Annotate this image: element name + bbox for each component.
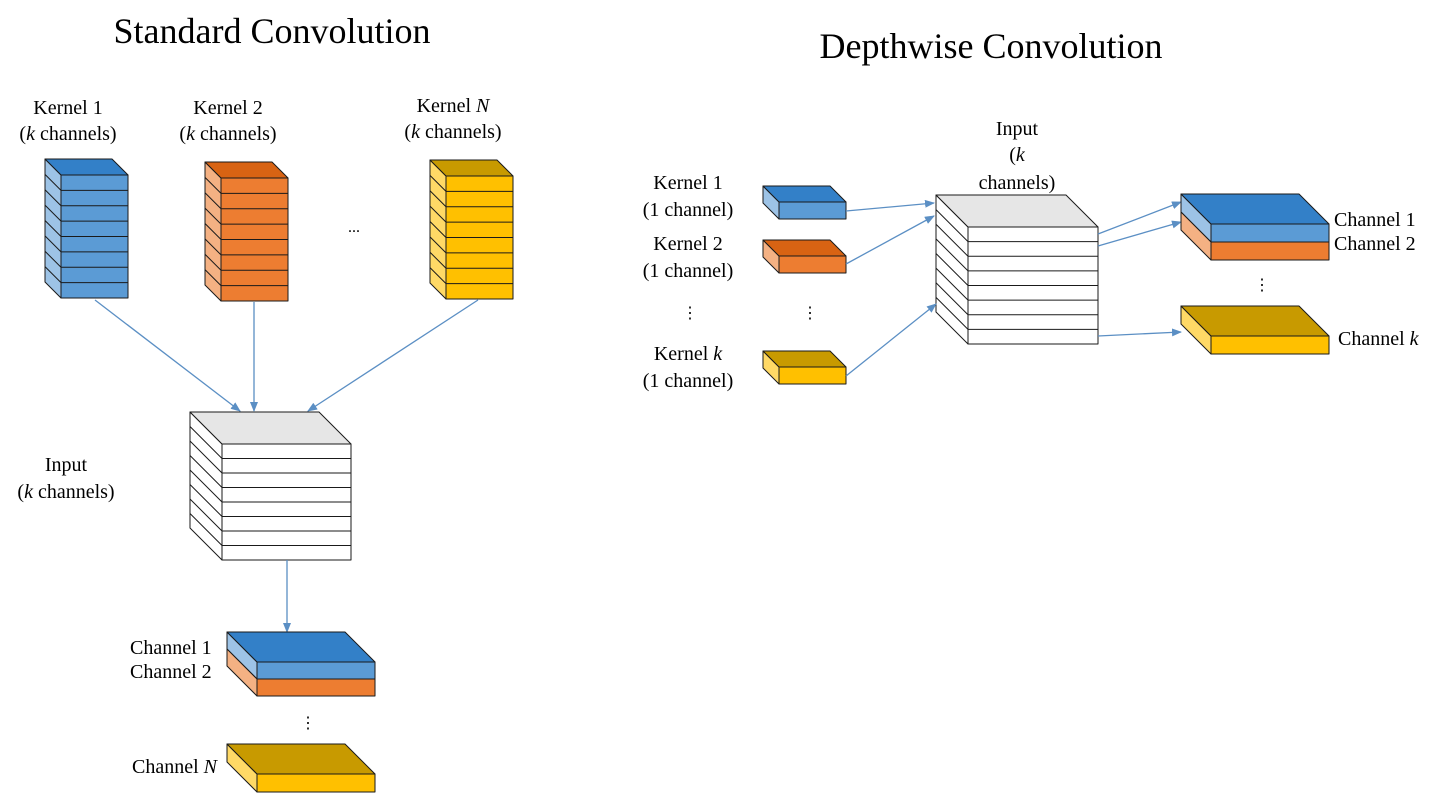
prism-front-face — [778, 255, 847, 274]
dw-kernel-2-label: Kernel 2 — [653, 233, 722, 255]
dw-output-channel-k-label: Channel k — [1338, 328, 1420, 350]
prism-side-divider — [189, 513, 223, 546]
dw-input-sublabel-2: channels) — [979, 172, 1056, 194]
std-input-sublabel: (k channels) — [17, 481, 114, 503]
dw-output-channel-2-label: Channel 2 — [1334, 233, 1416, 255]
prism-front-face — [256, 773, 376, 793]
depthwise-convolution-panel: Depthwise Convolution Kernel 1 (1 channe… — [643, 26, 1420, 392]
prism-side-divider — [429, 221, 447, 238]
std-kernel-n-label: Kernel N — [417, 95, 491, 117]
prism-side-divider — [44, 235, 62, 253]
prism-side-divider — [935, 297, 969, 330]
std-output-channel-n — [226, 743, 376, 793]
dw-kernel-1-block — [762, 185, 847, 220]
prism-side-divider — [44, 220, 62, 237]
std-kernel-2-label: Kernel 2 — [193, 97, 262, 119]
slab-front-face-2 — [256, 678, 376, 697]
dw-kernel-block-ellipsis: ⋮ — [802, 305, 818, 322]
standard-title: Standard Convolution — [114, 11, 431, 51]
standard-convolution-panel: Standard Convolution Kernel 1 (k channel… — [17, 11, 514, 793]
prism-side-divider — [189, 440, 223, 474]
prism-side-divider — [204, 238, 222, 256]
std-arrow-kernel-n — [307, 299, 479, 412]
prism-side-divider — [189, 426, 223, 459]
prism-side-divider — [429, 175, 447, 192]
prism-side-divider — [935, 209, 969, 242]
std-kernel-1-sublabel: (k channels) — [19, 123, 116, 145]
prism-side-divider — [429, 236, 447, 254]
prism-side-divider — [204, 207, 222, 225]
dw-arrow-kernel-k — [845, 303, 937, 377]
dw-kernel-k-sublabel: (1 channel) — [643, 370, 734, 392]
prism-side-divider — [204, 177, 222, 194]
dw-input-label: Input — [996, 118, 1039, 140]
prism-side-divider — [935, 253, 969, 286]
dw-kernel-1-label: Kernel 1 — [653, 172, 722, 194]
dw-kernel-k-label: Kernel k — [654, 343, 723, 365]
std-arrow-kernel-1 — [94, 299, 241, 412]
std-input-label: Input — [45, 454, 88, 476]
std-kernel-n-block — [429, 159, 514, 300]
std-output-channel-2-label: Channel 2 — [130, 661, 212, 683]
dw-input-block — [935, 194, 1099, 345]
prism-side-divider — [189, 498, 223, 532]
std-kernel-n-sublabel: (k channels) — [404, 121, 501, 143]
prism-side-divider — [44, 266, 62, 283]
dw-output-channel-k — [1180, 305, 1330, 355]
prism-side-divider — [935, 267, 969, 301]
std-input-block — [189, 411, 352, 561]
prism-side-divider — [429, 251, 447, 269]
slab-front-face-2 — [1210, 241, 1330, 261]
prism-side-divider — [204, 269, 222, 286]
prism-side-divider — [429, 190, 447, 208]
prism-front-face — [778, 201, 847, 220]
std-kernel-1-block — [44, 158, 129, 299]
prism-side-divider — [935, 282, 969, 316]
prism-side-divider — [44, 189, 62, 207]
slab-front-face-1 — [256, 661, 376, 680]
dw-kernel-2-block — [762, 239, 847, 274]
prism-side-divider — [189, 484, 223, 517]
prism-side-divider — [935, 238, 969, 272]
std-kernel-1-label: Kernel 1 — [33, 97, 102, 119]
dw-arrow-to-channel-2 — [1097, 220, 1182, 247]
dw-kernel-2-sublabel: (1 channel) — [643, 260, 734, 282]
std-kernel-2-sublabel: (k channels) — [179, 123, 276, 145]
prism-side-divider — [204, 253, 222, 271]
prism-side-divider — [189, 469, 223, 503]
dw-kernel-1-sublabel: (1 channel) — [643, 199, 734, 221]
prism-side-divider — [935, 223, 969, 257]
dw-arrow-kernel-1 — [845, 199, 935, 212]
std-kernel-ellipsis: ... — [348, 219, 360, 236]
prism-side-divider — [44, 204, 62, 222]
dw-arrow-kernel-2 — [845, 215, 935, 265]
prism-side-divider — [204, 192, 222, 210]
prism-front-face — [778, 366, 847, 385]
prism-side-divider — [44, 174, 62, 191]
std-output-ellipsis: ⋮ — [300, 715, 316, 732]
prism-side-divider — [429, 267, 447, 284]
std-output-channel-n-label: Channel N — [132, 756, 219, 778]
dw-output-ellipsis: ⋮ — [1254, 277, 1270, 294]
prism-side-divider — [189, 455, 223, 488]
std-output-channel-1-label: Channel 1 — [130, 637, 212, 659]
dw-kernel-k-block — [762, 350, 847, 385]
dw-input-sublabel: (k — [1009, 144, 1026, 166]
dw-output-channels-1-2 — [1180, 193, 1330, 261]
prism-side-divider — [204, 223, 222, 240]
std-kernel-2-block — [204, 161, 289, 302]
prism-side-divider — [429, 205, 447, 223]
dw-arrow-to-channel-1 — [1097, 201, 1182, 235]
dw-output-channel-1-label: Channel 1 — [1334, 209, 1416, 231]
slab-front-face-1 — [1210, 223, 1330, 243]
prism-side-divider — [44, 250, 62, 268]
prism-front-face — [1210, 335, 1330, 355]
depthwise-title: Depthwise Convolution — [820, 26, 1163, 66]
dw-arrow-to-channel-k — [1097, 328, 1182, 337]
std-output-channels-1-2 — [226, 631, 376, 697]
dw-kernel-label-ellipsis: ⋮ — [682, 305, 698, 322]
